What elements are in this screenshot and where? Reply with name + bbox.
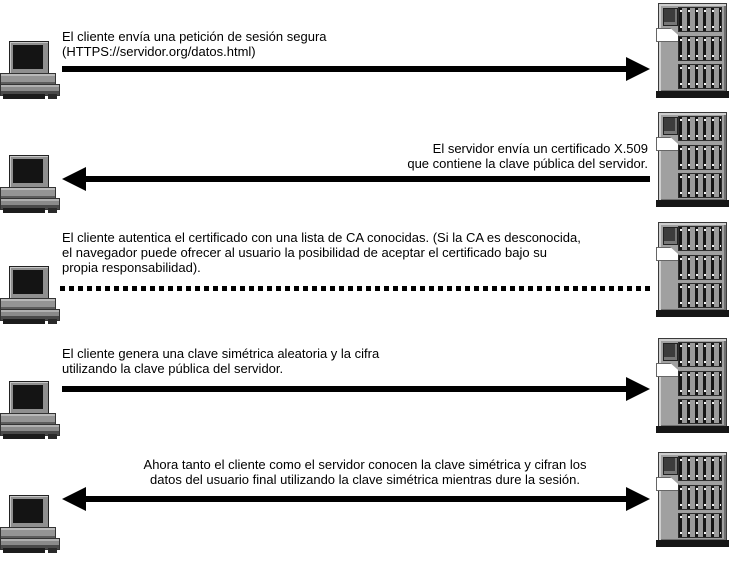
disk-bay xyxy=(678,173,722,198)
server-base xyxy=(656,91,729,98)
server-base xyxy=(656,310,729,317)
drive-panel xyxy=(663,117,678,135)
shadow xyxy=(3,319,45,324)
client-computer-icon xyxy=(0,495,62,553)
screen xyxy=(13,45,43,69)
disk-bay xyxy=(678,342,722,367)
step-1-text: El cliente envía una petición de sesión … xyxy=(62,29,327,59)
client-computer-icon xyxy=(0,155,62,213)
text-line: El cliente genera una clave simétrica al… xyxy=(62,346,380,361)
disk-bay xyxy=(678,283,722,308)
disk-bay xyxy=(678,226,722,251)
step-3-text: El cliente autentica el certificado con … xyxy=(62,230,581,275)
drive-panel xyxy=(663,227,678,245)
foot xyxy=(48,94,57,99)
tower-server-icon xyxy=(656,222,729,317)
server-base xyxy=(656,540,729,547)
dotted-line xyxy=(60,286,650,291)
tower-server-icon xyxy=(656,338,729,433)
disk-bay xyxy=(678,145,722,170)
arrow-shaft xyxy=(84,496,628,502)
disk-bay xyxy=(678,64,722,89)
text-line: que contiene la clave pública del servid… xyxy=(407,156,648,171)
step-5-text: Ahora tanto el cliente como el servidor … xyxy=(85,457,645,487)
shadow xyxy=(3,208,45,213)
text-line: Ahora tanto el cliente como el servidor … xyxy=(143,457,587,472)
foot xyxy=(48,208,57,213)
screen xyxy=(13,159,43,183)
disk-bay xyxy=(678,36,722,61)
client-computer-icon xyxy=(0,381,62,439)
text-line: propia responsabilidad). xyxy=(62,260,201,275)
foot xyxy=(48,319,57,324)
step-4-text: El cliente genera una clave simétrica al… xyxy=(62,346,379,376)
disk-bay xyxy=(678,456,722,481)
foot xyxy=(48,548,57,553)
arrowhead-right-icon xyxy=(626,57,650,81)
disk-bay xyxy=(678,485,722,510)
arrowhead-right-icon xyxy=(626,487,650,511)
screen xyxy=(13,499,43,523)
client-computer-icon xyxy=(0,266,62,324)
server-base xyxy=(656,426,729,433)
drive-panel xyxy=(663,343,678,361)
screen xyxy=(13,270,43,294)
arrowhead-left-icon xyxy=(62,167,86,191)
disk-bay xyxy=(678,513,722,538)
tower-server-icon xyxy=(656,452,729,547)
drive-panel xyxy=(663,8,678,26)
tower-server-icon xyxy=(656,112,729,207)
drive-panel xyxy=(663,457,678,475)
disk-bay xyxy=(678,399,722,424)
screen xyxy=(13,385,43,409)
arrow-shaft xyxy=(62,386,628,392)
client-computer-icon xyxy=(0,41,62,99)
disk-bay xyxy=(678,371,722,396)
tower-server-icon xyxy=(656,3,729,98)
arrow-shaft xyxy=(62,66,628,72)
text-line: el navegador puede ofrecer al usuario la… xyxy=(62,245,547,260)
text-line: (HTTPS://servidor.org/datos.html) xyxy=(62,44,256,59)
text-line: utilizando la clave pública del servidor… xyxy=(62,361,284,376)
arrowhead-left-icon xyxy=(62,487,86,511)
text-line: El cliente autentica el certificado con … xyxy=(62,230,581,245)
arrowhead-right-icon xyxy=(626,377,650,401)
step-2-text: El servidor envía un certificado X.509 q… xyxy=(300,141,648,171)
text-line: datos del usuario final utilizando la cl… xyxy=(150,472,580,487)
shadow xyxy=(3,94,45,99)
disk-bay xyxy=(678,116,722,141)
disk-bay xyxy=(678,255,722,280)
arrow-shaft xyxy=(84,176,650,182)
text-line: El servidor envía un certificado X.509 xyxy=(432,141,648,156)
disk-bay xyxy=(678,7,722,32)
text-line: El cliente envía una petición de sesión … xyxy=(62,29,327,44)
shadow xyxy=(3,434,45,439)
server-base xyxy=(656,200,729,207)
shadow xyxy=(3,548,45,553)
foot xyxy=(48,434,57,439)
